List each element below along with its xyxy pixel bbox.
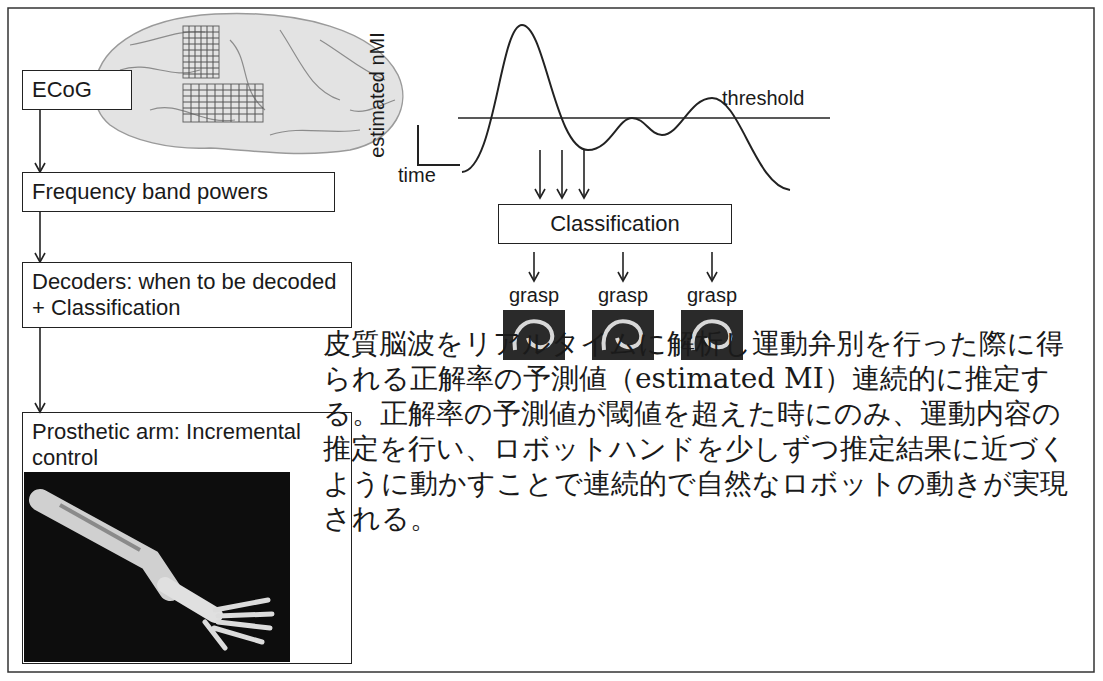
flow-arrow (39, 328, 41, 412)
brain-illustration (95, 14, 403, 154)
box-text: Classification (508, 211, 722, 237)
box-text: ECoG (32, 77, 122, 103)
process-box: Frequency band powers (22, 172, 335, 212)
signal-box: ECoG (22, 70, 132, 110)
flow-arrow (39, 212, 41, 262)
nmi-plot (418, 25, 830, 281)
axis-label: estimated nMI (365, 32, 389, 158)
line-label: threshold (722, 86, 804, 110)
output-label: grasp (598, 283, 648, 307)
outer-frame (8, 8, 1094, 672)
box-text: Prosthetic arm: Incremental control (32, 419, 342, 471)
decoder-box: Decoders: when to be decoded + Classific… (22, 262, 352, 328)
description-text: 皮質脳波をリアルタイムに解析し運動弁別を行った際に得られる正解率の予測値（est… (323, 326, 1088, 536)
axis-label: time (398, 163, 436, 187)
box-text: Decoders: when to be decoded + Classific… (32, 269, 342, 321)
output-label: grasp (687, 283, 737, 307)
classifier-box: Classification (498, 204, 732, 244)
output-label: grasp (509, 283, 559, 307)
output-box: Prosthetic arm: Incremental control (22, 412, 352, 664)
box-text: Frequency band powers (32, 179, 325, 205)
flow-arrow (39, 110, 41, 172)
robot-arm-photo (24, 472, 290, 662)
